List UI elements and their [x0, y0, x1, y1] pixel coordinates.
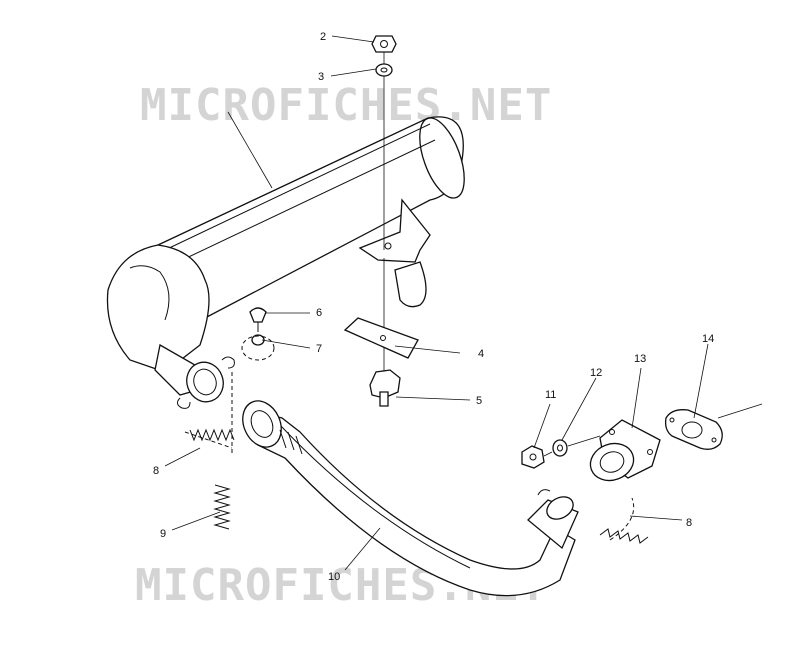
- callout-2: 2: [320, 31, 326, 43]
- stud-line: [717, 403, 763, 419]
- callout-4: 4: [478, 348, 484, 360]
- callout-14: 14: [702, 333, 714, 345]
- spring-right: [599, 497, 649, 544]
- callout-5: 5: [476, 395, 482, 407]
- spring-loose: [213, 484, 231, 530]
- flange-nut: [521, 445, 545, 469]
- callout-7: 7: [316, 343, 322, 355]
- muffler: [106, 116, 465, 409]
- callout-3: 3: [318, 71, 324, 83]
- push-pin: [249, 307, 267, 332]
- nut-axis-line: [543, 435, 601, 457]
- callout-13: 13: [634, 353, 646, 365]
- leader-lines: [164, 35, 709, 571]
- retainer-clip: [241, 334, 275, 361]
- watermark-top: MICROFICHES.NET: [140, 80, 552, 131]
- callout-12: 12: [590, 367, 602, 379]
- spring-upper-left: [184, 428, 235, 449]
- lock-washer: [552, 439, 568, 457]
- exhaust-manifold-flange: [589, 419, 661, 482]
- callout-11: 11: [545, 389, 556, 401]
- mount-plate: [343, 317, 419, 359]
- callout-8-left: 8: [153, 465, 159, 477]
- grommet: [369, 369, 401, 407]
- exhaust-pipe: [242, 400, 579, 597]
- nut: [371, 35, 397, 53]
- exhaust-gasket: [664, 409, 723, 450]
- callout-9: 9: [160, 528, 166, 540]
- callout-8-right: 8: [686, 517, 692, 529]
- callout-6: 6: [316, 307, 322, 319]
- callout-10: 10: [328, 571, 340, 583]
- muffler-bracket: [358, 198, 431, 308]
- washer: [375, 63, 393, 77]
